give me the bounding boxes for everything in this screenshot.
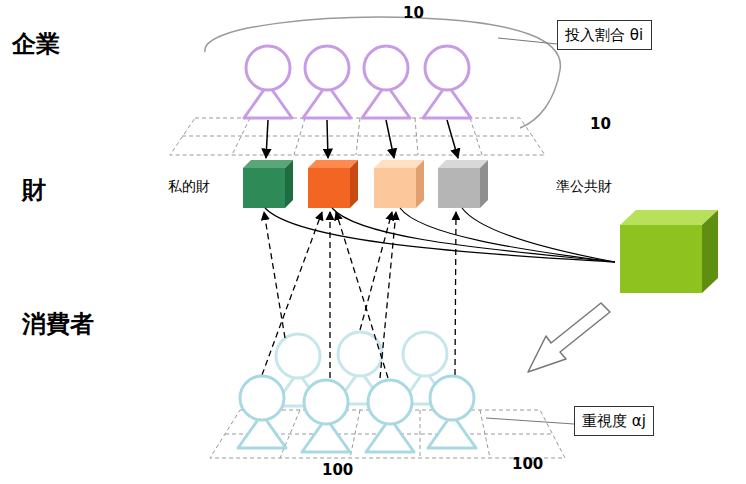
row-heading: 企業 <box>12 30 60 59</box>
callout-text: 投入割合 θi <box>565 26 643 44</box>
callout-text: 重視度 αj <box>582 412 646 430</box>
callout-box: 投入割合 θi <box>557 20 652 50</box>
count-number: 100 <box>512 455 543 473</box>
private-goods <box>243 160 488 208</box>
goods-label: 準公共財 <box>556 178 612 195</box>
firm-grid <box>170 118 545 155</box>
firm-icons <box>244 46 471 118</box>
count-number: 10 <box>403 4 424 22</box>
count-number: 10 <box>590 115 611 133</box>
row-heading: 消費者 <box>22 310 94 339</box>
row-heading: 財 <box>22 176 46 205</box>
quasi-public-good <box>620 210 718 293</box>
callout-box: 重視度 αj <box>574 406 654 436</box>
count-number: 100 <box>322 461 353 479</box>
goods-label: 私的財 <box>168 178 210 195</box>
